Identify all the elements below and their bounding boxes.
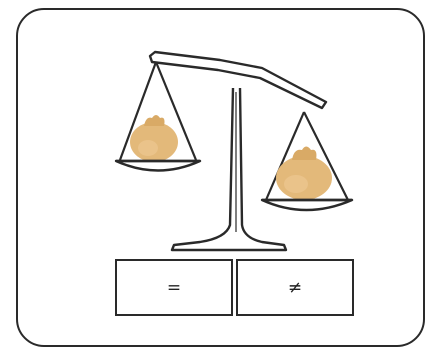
scale-pillar <box>172 88 286 250</box>
left-pan <box>116 161 200 171</box>
left-money-bag-icon <box>130 115 178 162</box>
right-pan <box>262 200 352 210</box>
equal-choice-button[interactable]: = <box>115 259 233 316</box>
right-money-bag-icon <box>276 147 332 201</box>
not-equal-choice-button[interactable]: ≠ <box>236 259 354 316</box>
